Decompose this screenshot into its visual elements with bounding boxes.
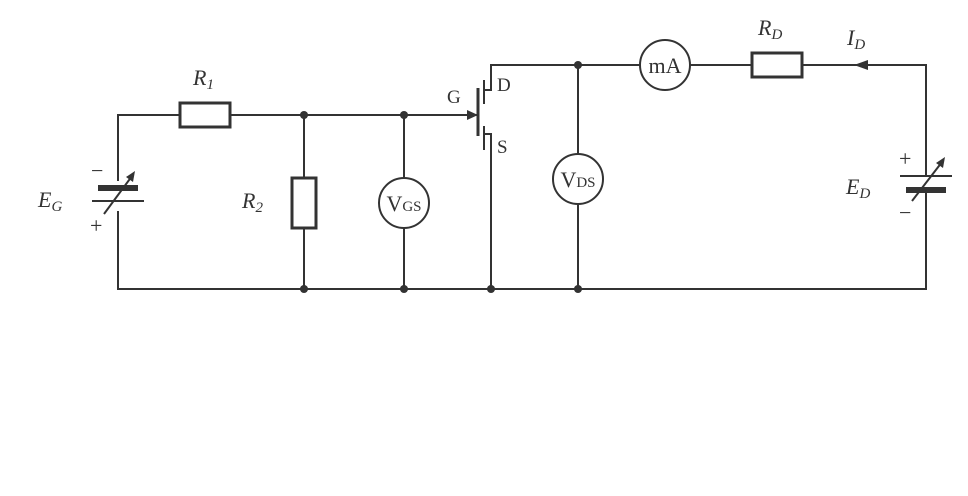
- label-drain: D: [497, 75, 511, 96]
- junction-dot: [400, 111, 408, 119]
- resistor-r2: [290, 176, 318, 230]
- svg-text:VGS: VGS: [386, 191, 421, 216]
- wire-drain: [490, 64, 641, 91]
- junctions: [300, 61, 582, 293]
- wire-rd-to-ed: [801, 64, 927, 177]
- label-r2: R2: [241, 188, 263, 216]
- meter-ma-label: mA: [649, 53, 682, 78]
- ammeter-ma: mA: [639, 39, 691, 91]
- meter-vgs-sub: GS: [402, 199, 421, 215]
- meter-circle: [378, 177, 430, 229]
- junction-dot: [574, 285, 582, 293]
- ed-plus-sign: +: [899, 146, 911, 171]
- wires: [117, 60, 927, 290]
- current-arrow-icon: [854, 60, 868, 70]
- voltmeter-vgs: VGS: [378, 177, 430, 229]
- meter-vds-main: V: [560, 167, 576, 192]
- meter-circle: [639, 39, 691, 91]
- label-source: S: [497, 137, 508, 158]
- label-eg: EG: [37, 187, 62, 215]
- resistor-rd: [750, 51, 804, 79]
- battery-eg-icon: [92, 171, 144, 215]
- meter-circle: [552, 153, 604, 205]
- label-gate: G: [447, 87, 461, 108]
- meter-vds-sub: DS: [576, 175, 595, 191]
- eg-plus-sign: +: [90, 213, 102, 238]
- mosfet-icon: [467, 80, 491, 150]
- junction-dot: [300, 285, 308, 293]
- meter-vgs-main: V: [386, 191, 402, 216]
- label-ed: ED: [845, 174, 870, 202]
- resistor-r1: [178, 101, 232, 129]
- junction-dot: [400, 285, 408, 293]
- voltmeter-vds: VDS: [552, 153, 604, 205]
- eg-minus-sign: −: [91, 158, 103, 183]
- ed-minus-sign: −: [899, 200, 911, 225]
- junction-dot: [487, 285, 495, 293]
- junction-dot: [300, 111, 308, 119]
- label-id: ID: [846, 25, 865, 53]
- label-r1: R1: [192, 65, 214, 93]
- junction-dot: [574, 61, 582, 69]
- label-rd: RD: [757, 15, 782, 43]
- svg-text:VDS: VDS: [560, 167, 595, 192]
- battery-ed-icon: [900, 157, 952, 202]
- wire-eg-to-r1: [117, 114, 181, 181]
